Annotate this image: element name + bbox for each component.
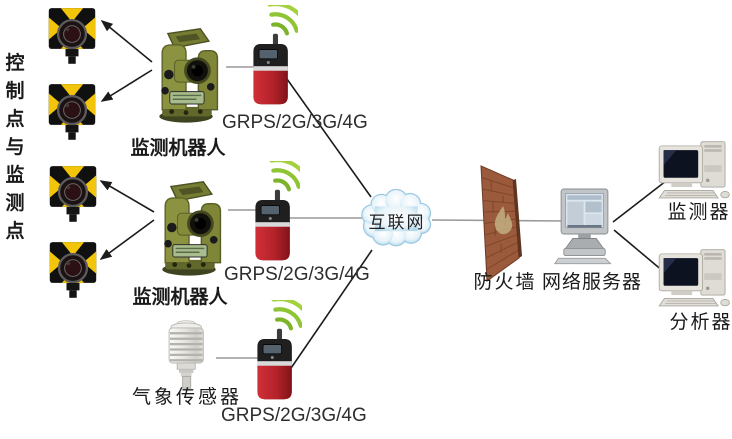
modem-label-3: GRPS/2G/3G/4G — [221, 405, 367, 426]
link-modem3-cloud — [288, 249, 373, 372]
terminal-label-1: 监测器 — [667, 202, 731, 223]
sight-arrows — [99, 19, 155, 260]
weather-sensor-icon — [156, 318, 220, 390]
prism-target-icon — [47, 164, 99, 222]
prism-target-icon — [46, 82, 98, 140]
modem-label-1: GRPS/2G/3G/4G — [222, 112, 368, 133]
total-station-icon — [146, 177, 232, 277]
firewall-brick-wall-icon — [480, 165, 522, 282]
server-label: 网络服务器 — [541, 272, 642, 293]
gsm-modem-icon — [246, 5, 298, 107]
desktop-computer-icon — [654, 248, 732, 311]
gsm-modem-icon — [250, 300, 302, 402]
desktop-computer-icon — [654, 140, 732, 203]
sensor-label: 气象传感器 — [131, 387, 242, 408]
side-caption: 控制点与监测点 — [5, 53, 25, 242]
arrow-station2-prism4 — [99, 219, 155, 260]
arrow-station2-prism3 — [99, 180, 155, 213]
gsm-modem-icon — [248, 161, 300, 263]
link-server-monitor — [612, 180, 667, 223]
arrow-station1-prism1 — [100, 19, 153, 63]
cloud-label: 互联网 — [368, 213, 426, 232]
station-label-2: 监测机器人 — [132, 287, 228, 308]
station-label-1: 监测机器人 — [130, 138, 226, 159]
terminal-label-2: 分析器 — [669, 312, 732, 333]
firewall-label: 防火墙 — [473, 272, 537, 293]
total-station-icon — [143, 24, 229, 124]
prism-target-icon — [47, 240, 99, 298]
link-modem1-cloud — [286, 78, 372, 198]
server-computer-icon — [553, 184, 625, 266]
prism-target-icon — [46, 6, 98, 64]
arrow-station1-prism2 — [100, 69, 153, 102]
modem-label-2: GRPS/2G/3G/4G — [224, 264, 370, 285]
